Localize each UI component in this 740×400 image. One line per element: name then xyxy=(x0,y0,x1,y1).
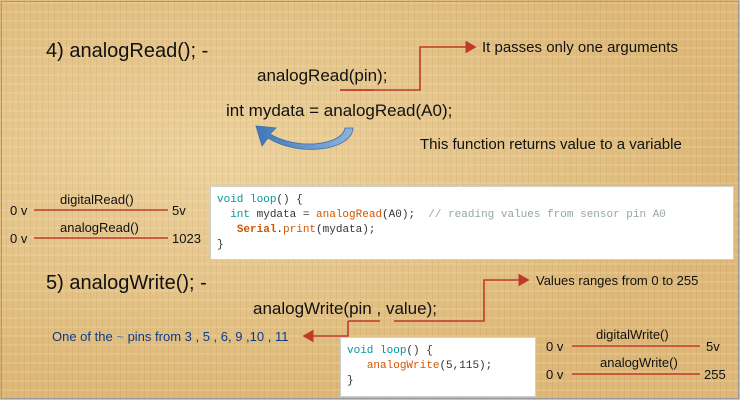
analogwrite-max: 255 xyxy=(704,367,726,382)
tilde-symbol: ~ xyxy=(116,329,124,344)
digitalwrite-min: 0 v xyxy=(546,339,564,354)
digitalread-label: digitalRead() xyxy=(60,192,134,207)
analogwrite-label: analogWrite() xyxy=(600,355,678,370)
note-returns-value: This function returns value to a variabl… xyxy=(420,136,682,153)
code-text: (A0); xyxy=(382,209,429,221)
value-arrow-line xyxy=(430,273,530,322)
analogwrite-min: 0 v xyxy=(546,367,564,382)
code-text: . xyxy=(276,224,284,236)
code-function: analogRead xyxy=(316,209,383,221)
pin-arrow-line xyxy=(340,40,477,91)
code-function: loop xyxy=(250,194,277,206)
code-function: analogWrite xyxy=(366,360,440,372)
digitalread-min: 0 v xyxy=(10,203,28,218)
section5-title: 5) analogWrite(); - xyxy=(46,272,207,294)
note-values-range: Values ranges from 0 to 255 xyxy=(536,273,699,288)
syntax-sep: , xyxy=(371,299,386,318)
code-text: (mydata); xyxy=(316,224,376,236)
code-indent xyxy=(347,360,367,372)
syntax-arg-pin: pin xyxy=(349,299,372,318)
analogread-max: 1023 xyxy=(172,231,201,246)
code-block-analogwrite: void loop() { analogWrite(5,115); } xyxy=(340,337,536,397)
note-pins-text: pins from 3 , 5 , 6, 9 ,10 , 11 xyxy=(127,329,289,344)
code-keyword: void xyxy=(347,345,374,357)
code-function: print xyxy=(283,224,317,236)
code-text: (5,115); xyxy=(439,360,493,372)
syntax-end: ); xyxy=(426,299,437,318)
code-comment: // reading values from sensor pin A0 xyxy=(428,209,666,221)
code-text: () { xyxy=(406,345,433,357)
analogread-example: int mydata = analogRead(A0); xyxy=(226,101,453,120)
code-text: mydata = xyxy=(250,209,317,221)
code-text: } xyxy=(217,239,224,251)
pin5-arrow-line xyxy=(302,321,349,343)
note-pins-text: One of the xyxy=(52,329,113,344)
code-keyword: int xyxy=(230,209,251,221)
syntax-fn: analogRead( xyxy=(257,66,355,85)
return-curve-arrow xyxy=(255,125,354,150)
analogwrite-syntax: analogWrite(pin , value); xyxy=(253,299,437,319)
syntax-fn: analogWrite( xyxy=(253,299,350,318)
syntax-end: ); xyxy=(377,66,388,85)
analogread-syntax: analogRead(pin); xyxy=(257,66,387,86)
code-class: Serial xyxy=(236,224,277,236)
digitalread-max: 5v xyxy=(172,203,186,218)
code-keyword: void xyxy=(217,194,244,206)
code-indent xyxy=(217,224,237,236)
code-text: () { xyxy=(276,194,303,206)
section4-title: 4) analogRead(); - xyxy=(46,40,209,62)
syntax-arg-value: value xyxy=(385,299,427,318)
analogread-min: 0 v xyxy=(10,231,28,246)
note-one-argument: It passes only one arguments xyxy=(482,39,678,56)
note-pwm-pins: One of the ~ pins from 3 , 5 , 6, 9 ,10 … xyxy=(52,329,288,344)
syntax-arg-pin: pin xyxy=(354,66,378,85)
digitalwrite-label: digitalWrite() xyxy=(596,327,669,342)
code-indent xyxy=(217,209,230,221)
code-function: loop xyxy=(380,345,407,357)
analogread-label: analogRead() xyxy=(60,220,139,235)
code-block-analogread: void loop() { int mydata = analogRead(A0… xyxy=(210,186,734,260)
code-text: } xyxy=(347,375,354,387)
digitalwrite-max: 5v xyxy=(706,339,720,354)
